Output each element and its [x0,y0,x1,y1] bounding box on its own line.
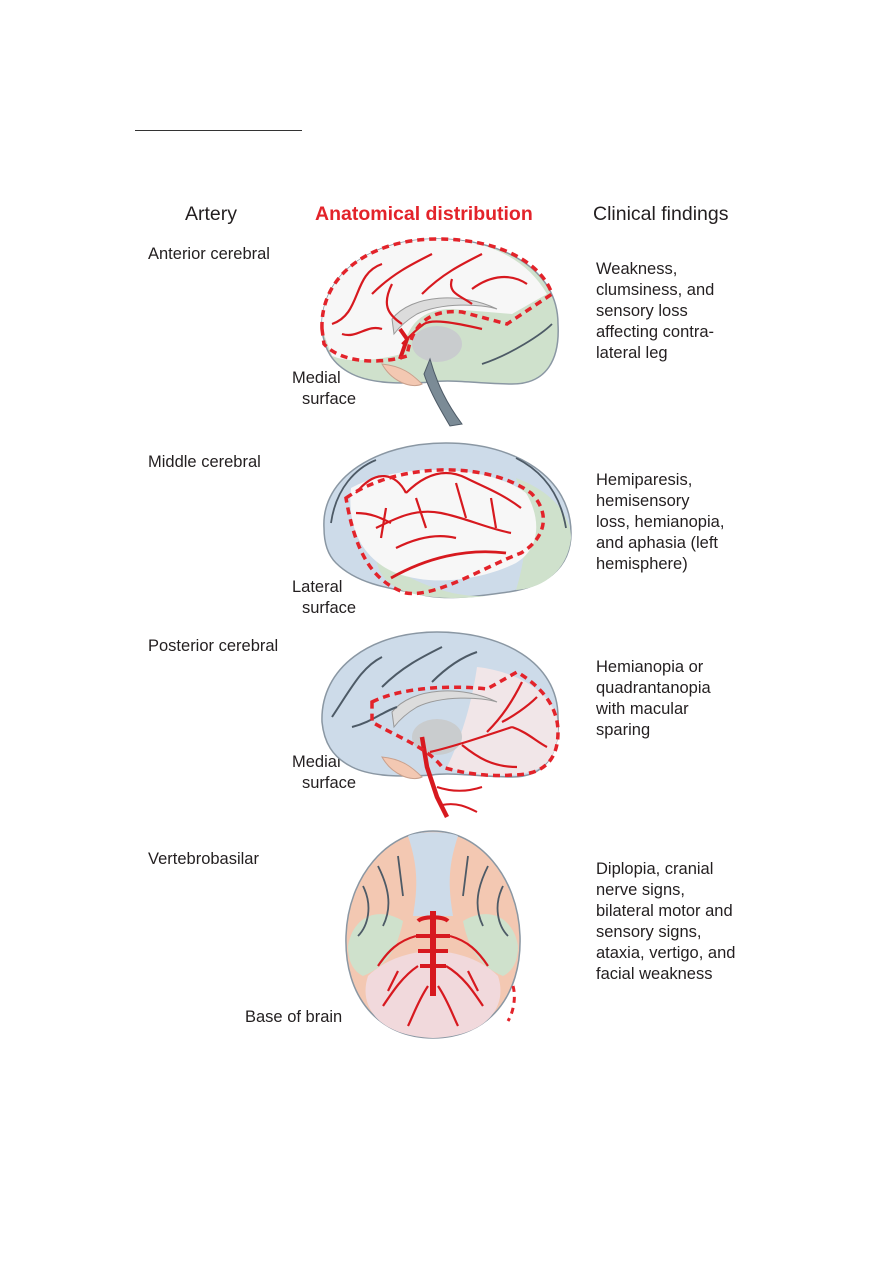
finding-line: hemisphere) [596,555,688,573]
findings-vertebrobasilar: Diplopia, cranial nerve signs, bilateral… [596,859,786,985]
brain-base-vertebrobasilar-illustration [338,826,528,1044]
finding-line: hemisensory [596,492,690,510]
artery-posterior-cerebral: Posterior cerebral [148,637,279,655]
findings-middle-cerebral: Hemiparesis, hemisensory loss, hemianopi… [596,470,786,575]
surface-line: Medial [292,753,341,771]
surface-label-posterior: Medial surface [292,752,356,794]
header-anatomical-distribution: Anatomical distribution [315,203,533,225]
surface-label-anterior: Medial surface [292,368,356,410]
finding-line: lateral leg [596,344,668,362]
findings-anterior-cerebral: Weakness, clumsiness, and sensory loss a… [596,259,786,364]
finding-line: and aphasia (left [596,534,719,552]
finding-line: ataxia, vertigo, and [596,944,736,962]
finding-line: affecting contra- [596,323,715,341]
artery-middle-cerebral: Middle cerebral [148,453,261,471]
brain-lateral-middle-illustration [316,438,578,608]
header-artery: Artery [185,203,238,225]
finding-line: Diplopia, cranial [596,860,714,878]
finding-line: facial weakness [596,965,713,983]
surface-line: Lateral [292,578,343,596]
header-rule [135,130,302,131]
surface-label-vertebrobasilar: Base of brain [245,1007,342,1028]
finding-line: sparing [596,721,651,739]
finding-line: sensory loss [596,302,688,320]
finding-line: loss, hemianopia, [596,513,725,531]
header-clinical-findings: Clinical findings [593,203,729,225]
artery-anterior-cerebral: Anterior cerebral [148,245,270,263]
finding-line: with macular [596,700,689,718]
finding-line: bilateral motor and [596,902,733,920]
surface-line: surface [302,599,357,617]
finding-line: sensory signs, [596,923,702,941]
finding-line: Hemianopia or [596,658,704,676]
brain-medial-posterior-illustration [312,627,568,827]
surface-label-middle: Lateral surface [292,577,356,619]
finding-line: clumsiness, and [596,281,715,299]
surface-line: Base of brain [245,1008,343,1026]
finding-line: Hemiparesis, [596,471,693,489]
surface-line: Medial [292,369,341,387]
artery-vertebrobasilar: Vertebrobasilar [148,850,259,868]
finding-line: nerve signs, [596,881,685,899]
finding-line: quadrantanopia [596,679,711,697]
brain-medial-anterior-illustration [312,234,568,434]
finding-line: Weakness, [596,260,678,278]
surface-line: surface [302,774,357,792]
surface-line: surface [302,390,357,408]
findings-posterior-cerebral: Hemianopia or quadrantanopia with macula… [596,657,786,741]
